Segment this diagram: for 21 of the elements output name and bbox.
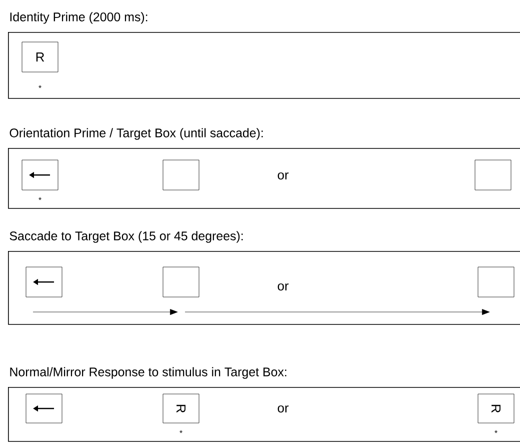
stimulus-box	[474, 160, 512, 190]
stimulus-box	[162, 160, 200, 190]
stimulus-box	[162, 266, 200, 298]
stimulus-box	[26, 394, 62, 424]
or-label: or	[278, 283, 289, 291]
letter-box: R	[162, 394, 200, 424]
stimulus-box	[478, 266, 514, 298]
panel-box	[8, 148, 520, 209]
stimulus-box	[26, 266, 62, 298]
stimulus-box	[22, 160, 58, 190]
letter-box: R	[478, 394, 514, 424]
or-label: or	[278, 172, 289, 180]
panel-box	[8, 32, 520, 99]
panel-heading: Identity Prime (2000 ms):	[10, 12, 148, 24]
panel-box	[8, 251, 520, 325]
or-label: or	[278, 405, 289, 413]
panel-heading: Normal/Mirror Response to stimulus in Target Box:	[10, 367, 286, 379]
panel-heading: Saccade to Target Box (15 or 45 degrees):	[10, 231, 243, 243]
panel-heading: Orientation Prime / Target Box (until saccade):	[10, 128, 263, 140]
letter-box: R	[22, 42, 58, 72]
panel-box	[8, 387, 520, 442]
